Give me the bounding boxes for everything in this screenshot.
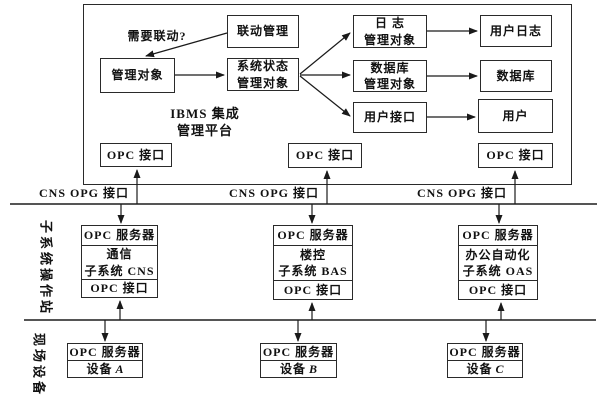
device-b-opc-server: OPC 服务器 (261, 344, 336, 361)
linkage-management-box: 联动管理 (227, 15, 299, 48)
log-management-object-box: 日 志 管理对象 (353, 15, 427, 48)
subsystem-cns-opc-server: OPC 服务器 (82, 226, 157, 246)
platform-opc-interface-middle: OPC 接口 (288, 143, 362, 168)
bus-label-left: CNS OPG 接口 (38, 185, 129, 200)
platform-opc-interface-right: OPC 接口 (478, 143, 553, 168)
section-label-subsystem-stations: 子系统操作站 (38, 219, 54, 317)
device-a-opc-server: OPC 服务器 (68, 344, 142, 361)
database-box: 数据库 (480, 60, 552, 92)
management-object-box: 管理对象 (100, 58, 175, 93)
device-c-opc-server: OPC 服务器 (448, 344, 522, 361)
platform-title: IBMS 集成 管理平台 (170, 106, 240, 138)
subsystem-bas-name: 楼控 子系统 BAS (274, 246, 352, 281)
user-log-box: 用户日志 (480, 15, 552, 47)
user-box: 用户 (478, 99, 553, 133)
system-status-management-object-box: 系统状态 管理对象 (227, 58, 299, 91)
need-linkage-question: 需要联动? (127, 29, 187, 44)
user-interface-box: 用户接口 (353, 102, 427, 133)
subsystem-cns-opc-interface: OPC 接口 (90, 281, 149, 296)
subsystem-bas-opc-server: OPC 服务器 (274, 226, 352, 246)
subsystem-oas-name: 办公自动化 子系统 OAS (459, 246, 537, 281)
subsystem-oas-opc-server: OPC 服务器 (459, 226, 537, 246)
platform-opc-interface-left: OPC 接口 (100, 143, 172, 167)
bus-label-middle: CNS OPG 接口 (228, 185, 319, 200)
subsystem-cns-box: OPC 服务器 通信 子系统 CNS OPC 接口 (81, 225, 158, 298)
subsystem-bas-opc-interface: OPC 接口 (283, 282, 343, 297)
subsystem-oas-box: OPC 服务器 办公自动化 子系统 OAS OPC 接口 (458, 225, 538, 300)
database-management-object-box: 数据库 管理对象 (353, 60, 427, 92)
subsystem-oas-opc-interface: OPC 接口 (468, 282, 528, 297)
bus-label-right: CNS OPG 接口 (416, 185, 507, 200)
subsystem-cns-name: 通信 子系统 CNS (82, 246, 157, 280)
section-label-field-devices: 现场设备 (31, 332, 47, 398)
subsystem-bas-box: OPC 服务器 楼控 子系统 BAS OPC 接口 (273, 225, 353, 300)
